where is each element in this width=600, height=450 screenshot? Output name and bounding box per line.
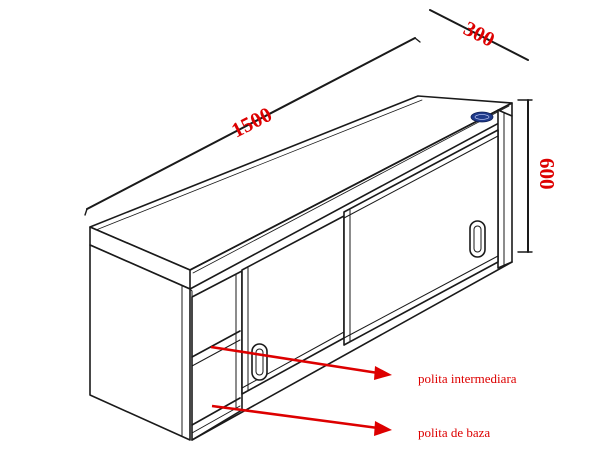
length-witness-right xyxy=(414,37,421,43)
top-side-edge xyxy=(189,102,513,290)
length-witness-left xyxy=(84,208,88,216)
right-door-handle-icon xyxy=(469,220,486,258)
middle-shelf-label: polita intermediara xyxy=(418,371,517,386)
height-dimension-label: 600 xyxy=(535,158,559,190)
base-shelf-line-2 xyxy=(191,405,241,434)
depth-dimension-line xyxy=(429,9,529,61)
length-dimension-line xyxy=(86,37,416,210)
dimension-lines xyxy=(84,9,533,253)
base-shelf-label: polita de baza xyxy=(418,425,490,440)
top-inner-line xyxy=(95,99,423,231)
right-sliding-door xyxy=(343,129,499,346)
middle-shelf-arrow-icon xyxy=(210,345,392,380)
compartment-back xyxy=(191,270,243,441)
base-shelf-arrow-icon xyxy=(211,404,392,436)
middle-shelf-line-2 xyxy=(191,339,241,367)
length-dimension-label: 1500 xyxy=(227,102,275,142)
top-slab xyxy=(89,95,513,290)
right-door-top-edge xyxy=(343,135,499,219)
left-panel-face xyxy=(89,244,191,441)
right-door-bottom-edge xyxy=(343,255,499,339)
left-door-handle-icon xyxy=(251,343,268,381)
top-inner-line-2 xyxy=(192,105,510,274)
brand-logo-badge xyxy=(470,111,494,123)
right-end-panel xyxy=(497,109,513,269)
right-panel-face xyxy=(497,109,513,269)
depth-dimension-label: 300 xyxy=(460,16,499,52)
middle-shelf-line xyxy=(191,330,241,358)
left-end-panel xyxy=(89,244,193,441)
base-shelf-line xyxy=(191,397,241,426)
callout-arrows xyxy=(210,345,392,436)
right-door-face xyxy=(343,129,499,346)
door-handles xyxy=(251,220,486,381)
